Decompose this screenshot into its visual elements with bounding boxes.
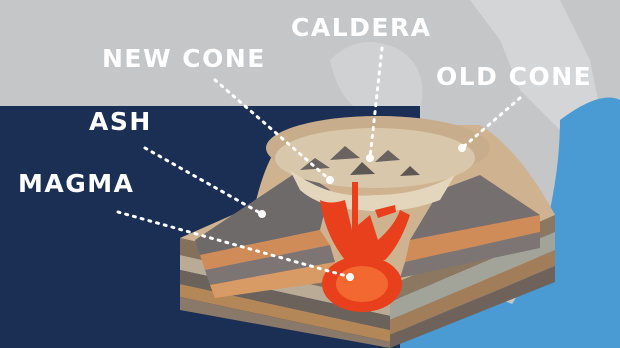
- label-caldera: CALDERA: [291, 15, 432, 40]
- label-magma: MAGMA: [18, 171, 134, 196]
- label-old-cone: OLD CONE: [436, 64, 592, 89]
- label-new-cone: NEW CONE: [102, 46, 266, 71]
- label-ash: ASH: [89, 109, 152, 134]
